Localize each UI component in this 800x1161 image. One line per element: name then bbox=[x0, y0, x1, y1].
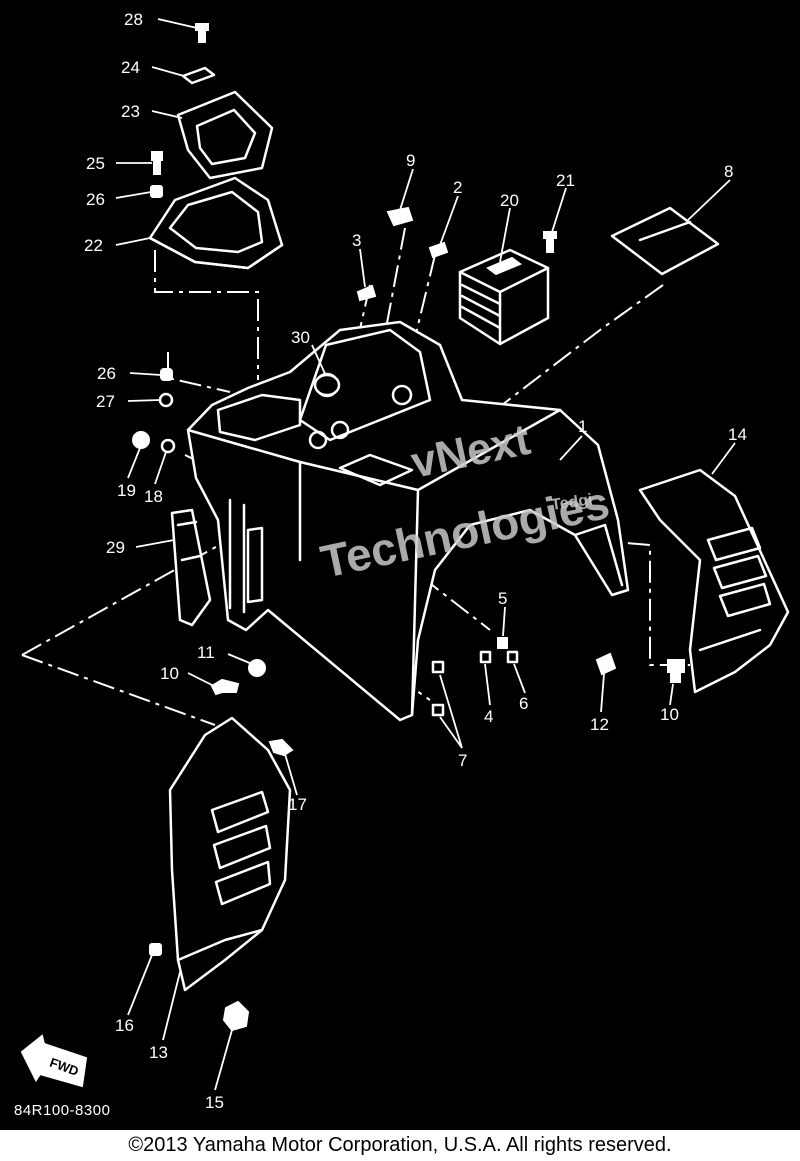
drawing-code: 84R100-8300 bbox=[14, 1102, 110, 1119]
part-22-tray bbox=[148, 176, 284, 270]
callout-9: 9 bbox=[406, 151, 415, 170]
copyright-notice: ©2013 Yamaha Motor Corporation, U.S.A. A… bbox=[128, 1134, 672, 1156]
callout-11: 11 bbox=[197, 643, 215, 662]
fwd-arrow-icon: FWD bbox=[20, 1034, 88, 1088]
callout-5: 5 bbox=[498, 589, 507, 608]
callout-10-left: 10 bbox=[160, 664, 179, 683]
callout-28: 28 bbox=[124, 10, 143, 29]
watermark-small: Tedgi bbox=[550, 491, 593, 514]
part-4-clip bbox=[479, 650, 492, 664]
part-10-bolt-right bbox=[667, 659, 685, 683]
callout-24: 24 bbox=[121, 58, 140, 77]
callout-8: 8 bbox=[724, 162, 733, 181]
callout-7: 7 bbox=[458, 751, 467, 770]
part-20-box bbox=[458, 248, 550, 346]
part-14-right-side-cover bbox=[638, 468, 790, 694]
part-26-nut-upper bbox=[150, 185, 163, 198]
callout-2: 2 bbox=[453, 178, 462, 197]
callout-16: 16 bbox=[115, 1016, 134, 1035]
part-10-bolt-left bbox=[210, 678, 240, 696]
part-9-pad bbox=[386, 206, 414, 227]
part-25-bolt bbox=[151, 151, 163, 175]
part-1-main-body bbox=[186, 320, 630, 722]
part-8-sheet bbox=[610, 206, 720, 276]
leader-lines bbox=[115, 18, 736, 1091]
part-23-upper-cover bbox=[176, 90, 274, 180]
callout-29: 29 bbox=[106, 538, 125, 557]
callout-25: 25 bbox=[86, 154, 105, 173]
part-30-cap bbox=[313, 373, 341, 397]
part-24-plate bbox=[181, 66, 216, 85]
parts-diagram: FWD 28 bbox=[0, 0, 800, 1130]
part-5-clip bbox=[497, 637, 508, 649]
part-17-screw bbox=[268, 738, 294, 757]
callout-21: 21 bbox=[556, 171, 575, 190]
callout-26-upper: 26 bbox=[86, 190, 105, 209]
part-13-left-side-cover bbox=[168, 716, 292, 992]
callout-30: 30 bbox=[291, 328, 310, 347]
part-18-collar bbox=[160, 438, 176, 454]
exploded-view-drawing: FWD 28 bbox=[14, 10, 790, 1119]
part-12-nut bbox=[595, 652, 617, 676]
callout-labels: 28 24 23 25 26 22 9 2 3 20 21 8 30 26 27… bbox=[84, 10, 747, 1112]
callout-15: 15 bbox=[205, 1093, 224, 1112]
callout-23: 23 bbox=[121, 102, 140, 121]
part-29-bracket bbox=[170, 508, 212, 627]
part-19-grommet bbox=[132, 431, 150, 449]
callout-4: 4 bbox=[484, 707, 493, 726]
part-21-screw bbox=[543, 231, 557, 253]
part-27-washer bbox=[158, 392, 174, 408]
callout-26-lower: 26 bbox=[97, 364, 116, 383]
callout-10-right: 10 bbox=[660, 705, 679, 724]
callout-22: 22 bbox=[84, 236, 103, 255]
callout-12: 12 bbox=[590, 715, 609, 734]
part-15-bolt bbox=[222, 1000, 250, 1032]
callout-3: 3 bbox=[352, 231, 361, 250]
part-28-screw bbox=[195, 23, 209, 43]
callout-6: 6 bbox=[519, 694, 528, 713]
part-3-pad bbox=[356, 284, 377, 302]
part-11-grommet bbox=[248, 659, 266, 677]
callout-27: 27 bbox=[96, 392, 115, 411]
callout-19: 19 bbox=[117, 481, 136, 500]
part-6-clip bbox=[506, 650, 519, 664]
part-2-pad bbox=[428, 241, 449, 259]
callout-18: 18 bbox=[144, 487, 163, 506]
part-7-pads bbox=[431, 660, 445, 717]
callout-1: 1 bbox=[578, 417, 587, 436]
part-26-nut-lower bbox=[160, 368, 173, 381]
callout-20: 20 bbox=[500, 191, 519, 210]
callout-17: 17 bbox=[288, 795, 307, 814]
part-16-nut bbox=[149, 943, 162, 956]
callout-13: 13 bbox=[149, 1043, 168, 1062]
callout-14: 14 bbox=[728, 425, 747, 444]
